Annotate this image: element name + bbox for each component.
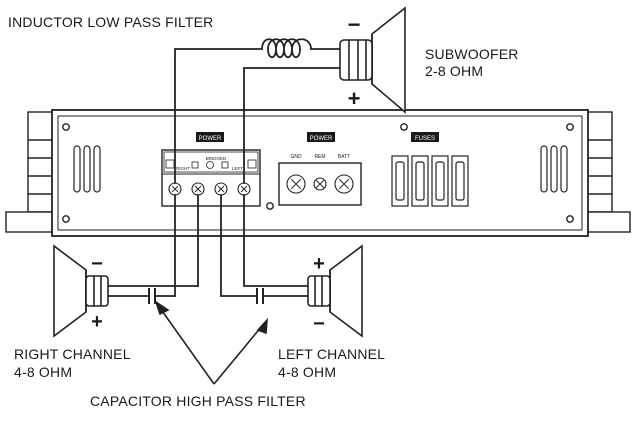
wire-right-neg [174,194,199,287]
gnd-label: GND [290,154,302,160]
subwoofer-plus-sign: + [348,86,361,111]
subwoofer-label: SUBWOOFER [425,46,519,62]
vent-right [540,145,568,193]
bridged-label: BRIDGED [206,156,227,161]
right-channel-ohm-label: 4-8 OHM [14,364,73,380]
screw-top-left [62,123,70,131]
capacitor-right [148,288,156,304]
left-channel-label: LEFT CHANNEL [278,346,386,362]
left-channel-speaker [307,244,363,338]
subwoofer-speaker [339,6,406,114]
inductor-coil [261,38,312,59]
capacitor-left [256,288,264,304]
power-terminal-block: POWER GND REM BATT [278,132,362,206]
screw-bottom-right [566,215,574,223]
wire-sub-to-inductor [174,48,263,184]
wiring [107,48,341,297]
wire-left-pos-a [220,194,257,297]
right-channel-speaker [53,244,109,338]
right-minus-sign: − [91,253,103,275]
subwoofer-ohm-label: 2-8 OHM [425,63,484,79]
left-bracket [27,111,55,231]
fuses-label: FUSES [415,136,435,142]
screw-top-right [566,123,574,131]
screw-bottom-left [62,215,70,223]
screw-center-left [266,202,274,210]
left-channel-ohm-label: 4-8 OHM [278,364,337,380]
power-led-tag [196,132,224,142]
right-plus-sign: + [91,311,103,333]
power-block-label: POWER [310,136,333,142]
left-tag-label: LEFT [232,166,243,171]
right-tag-label: RIGHT [176,166,190,171]
batt-label: BATT [338,154,350,160]
left-plus-sign: + [313,253,325,275]
power-led-label: POWER [199,136,222,142]
wire-sub-return [243,67,341,184]
vent-left [73,145,101,193]
left-minus-sign: − [313,313,325,335]
inductor-title: INDUCTOR LOW PASS FILTER [8,14,214,30]
right-foot [585,211,631,233]
wire-left-neg [243,194,309,287]
subwoofer-minus-sign: − [348,12,361,37]
rem-label: REM [314,154,325,160]
right-channel-label: RIGHT CHANNEL [14,346,131,362]
capacitor-title: CAPACITOR HIGH PASS FILTER [90,393,306,409]
fuse-block: FUSES [391,132,469,207]
left-foot [5,211,55,233]
capacitor-pointer-arrows [154,300,268,385]
screw-center-top [400,123,408,131]
